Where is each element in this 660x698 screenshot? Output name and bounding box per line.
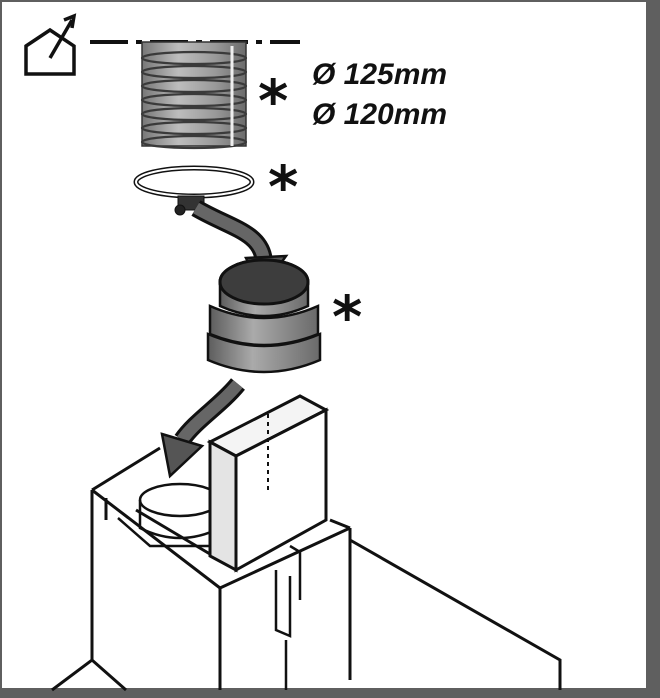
cooker-hood xyxy=(51,446,562,692)
control-box xyxy=(206,394,330,573)
arrow-adapter-to-outlet xyxy=(160,378,245,479)
hose-clamp xyxy=(133,165,255,216)
fan-outlet xyxy=(117,482,222,548)
flexible-hose xyxy=(140,41,248,150)
diameter-125-label: Ø 125mm xyxy=(312,58,448,91)
optional-mark-hose: * xyxy=(258,67,289,135)
diameter-120-label: Ø 120mm xyxy=(312,98,448,131)
mounting-rail xyxy=(274,544,302,690)
house-exhaust-icon xyxy=(24,13,77,76)
duct-adapter xyxy=(206,258,322,374)
optional-mark-clamp: * xyxy=(268,153,299,221)
optional-mark-adapter: * xyxy=(332,283,363,351)
